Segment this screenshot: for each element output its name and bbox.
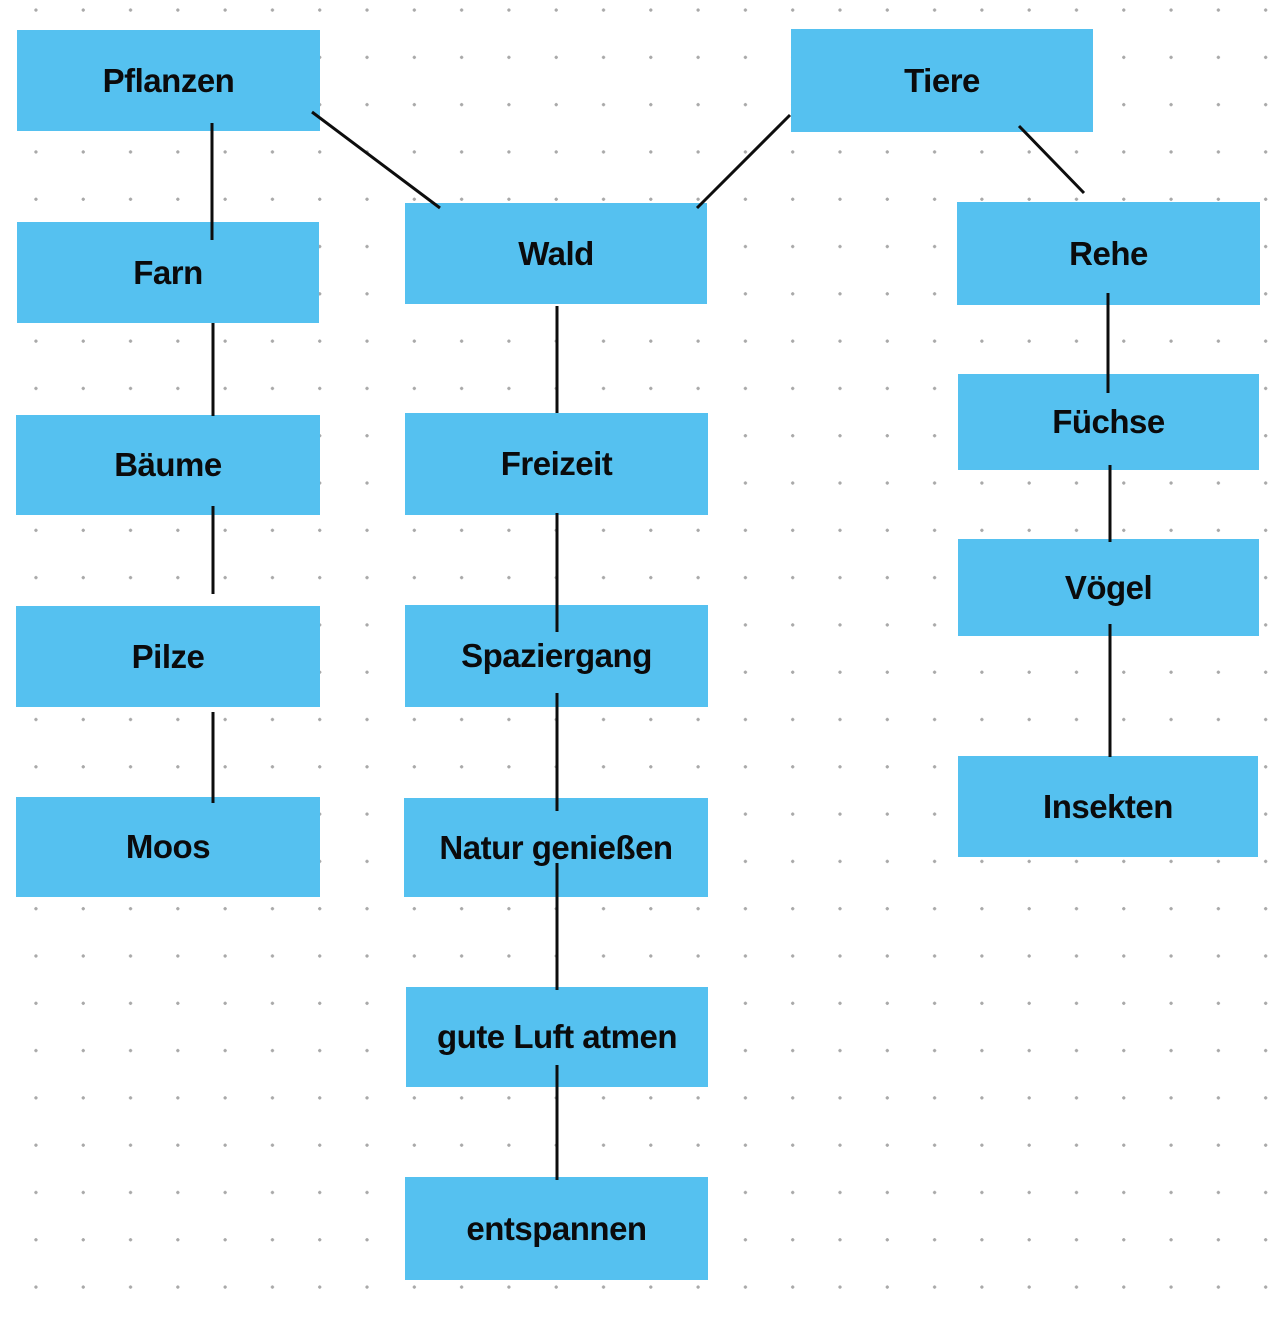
node-label: Pilze xyxy=(131,637,205,675)
node-label: gute Luft atmen xyxy=(437,1018,677,1055)
node-pilze[interactable]: Pilze xyxy=(16,606,320,707)
node-label: Insekten xyxy=(1043,787,1173,825)
node-tiere[interactable]: Tiere xyxy=(791,29,1093,132)
node-label: Farn xyxy=(133,253,203,291)
node-label: Moos xyxy=(125,828,211,865)
node-natur-geniessen[interactable]: Natur genießen xyxy=(404,798,708,897)
node-rehe[interactable]: Rehe xyxy=(957,202,1260,305)
node-label: Pflanzen xyxy=(102,61,235,99)
node-farn[interactable]: Farn xyxy=(17,222,319,323)
node-voegel[interactable]: Vögel xyxy=(958,539,1259,636)
node-label: Tiere xyxy=(904,61,980,99)
node-gute-luft-atmen[interactable]: gute Luft atmen xyxy=(406,987,708,1087)
node-label: Vögel xyxy=(1064,568,1153,606)
node-label: Wald xyxy=(518,234,594,272)
node-moos[interactable]: Moos xyxy=(16,797,320,897)
node-fuechse[interactable]: Füchse xyxy=(958,374,1259,470)
node-label: Freizeit xyxy=(500,445,613,482)
node-pflanzen[interactable]: Pflanzen xyxy=(17,30,320,131)
node-entspannen[interactable]: entspannen xyxy=(405,1177,708,1280)
edge-tiere-rehe xyxy=(1017,124,1086,195)
node-wald[interactable]: Wald xyxy=(405,203,707,304)
edge-tiere-wald xyxy=(695,113,792,210)
node-insekten[interactable]: Insekten xyxy=(958,756,1258,857)
node-label: Natur genießen xyxy=(439,828,673,866)
node-label: Rehe xyxy=(1069,234,1148,272)
node-spaziergang[interactable]: Spaziergang xyxy=(405,605,708,707)
node-label: Füchse xyxy=(1052,403,1165,440)
node-label: Bäume xyxy=(114,446,222,483)
node-label: Spaziergang xyxy=(461,637,652,674)
node-freizeit[interactable]: Freizeit xyxy=(405,413,708,515)
node-label: entspannen xyxy=(466,1209,647,1247)
node-baeume[interactable]: Bäume xyxy=(16,415,320,515)
edge-pflanzen-wald xyxy=(311,110,441,210)
